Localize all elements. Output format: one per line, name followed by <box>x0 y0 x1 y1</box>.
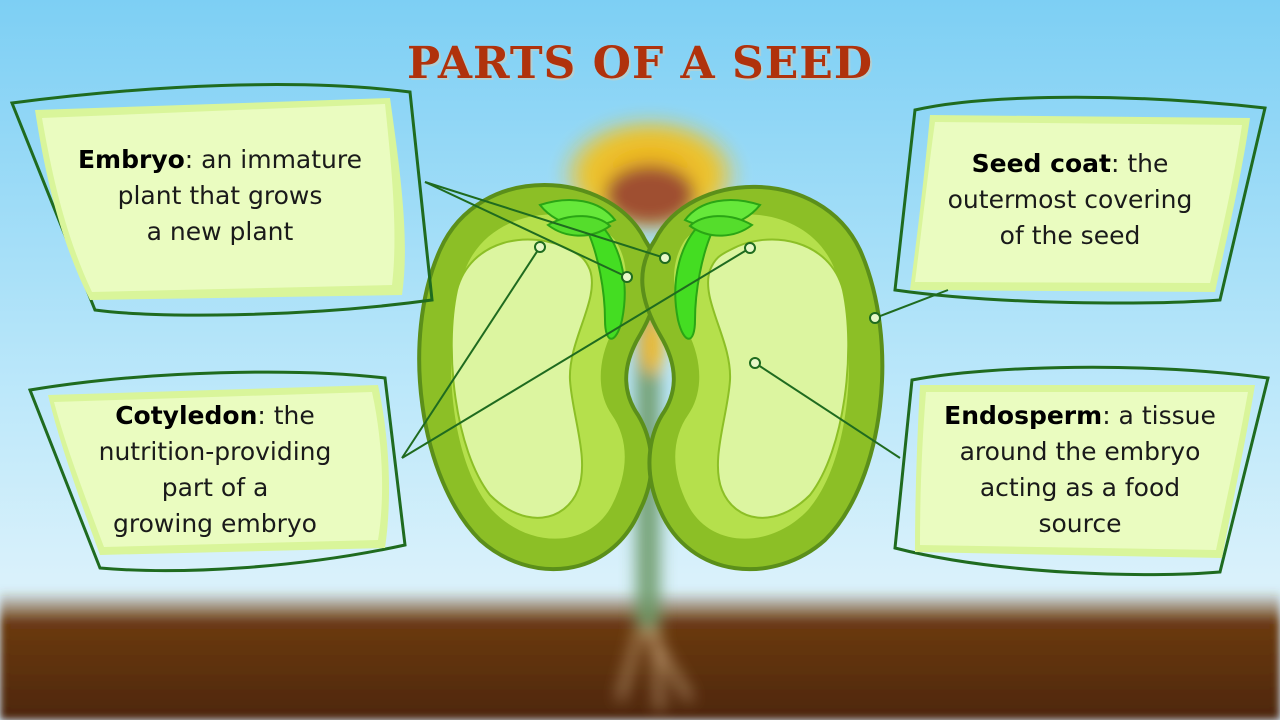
callout-seed-coat <box>893 95 1267 305</box>
embryo-label: Embryo: an immature plant that grows a n… <box>45 142 395 250</box>
endosperm-point <box>749 357 761 369</box>
cotyledon-desc-3: part of a <box>161 473 269 502</box>
page-title: PARTS OF A SEED <box>407 38 873 89</box>
cotyledon-point-right <box>744 242 756 254</box>
callout-endosperm <box>893 365 1270 577</box>
embryo-left <box>538 199 626 340</box>
embryo-point-right <box>659 252 671 264</box>
embryo-desc-1: : an immature <box>184 145 363 174</box>
seed-coat-term: Seed coat <box>971 149 1111 178</box>
endosperm-term: Endosperm <box>944 401 1103 430</box>
embryo-desc-2: plant that grows <box>117 181 323 210</box>
endosperm-desc-3: acting as a food <box>979 473 1181 502</box>
seed-coat-label: Seed coat: the outermost covering of the… <box>915 146 1225 254</box>
cotyledon-desc-1: : the <box>257 401 315 430</box>
embryo-desc-3: a new plant <box>146 217 294 246</box>
callout-cotyledon <box>27 370 407 573</box>
cotyledon-left-inner <box>450 238 593 519</box>
endosperm-desc-4: source <box>1038 509 1122 538</box>
leader-points <box>534 241 881 369</box>
callout-embryo <box>9 83 434 317</box>
embryo-term: Embryo <box>77 145 185 174</box>
cotyledon-term: Cotyledon <box>115 401 258 430</box>
embryo-right <box>674 199 762 340</box>
cotyledon-desc-4: growing embryo <box>113 509 317 538</box>
cotyledon-label: Cotyledon: the nutrition-providing part … <box>60 398 370 542</box>
endosperm-desc-1: : a tissue <box>1102 401 1216 430</box>
cotyledon-desc-2: nutrition-providing <box>98 437 332 466</box>
leader-lines <box>401 181 949 459</box>
seed-coat-desc-1: : the <box>1110 149 1169 178</box>
seed-coat-point <box>869 312 881 324</box>
embryo-point-left <box>621 271 633 283</box>
seed-coat-desc-2: outermost covering <box>947 185 1193 214</box>
seed-coat-desc-3: of the seed <box>999 221 1141 250</box>
endosperm-desc-2: around the embryo <box>959 437 1201 466</box>
endosperm-label: Endosperm: a tissue around the embryo ac… <box>915 398 1245 542</box>
cotyledon-point-left <box>534 241 546 253</box>
